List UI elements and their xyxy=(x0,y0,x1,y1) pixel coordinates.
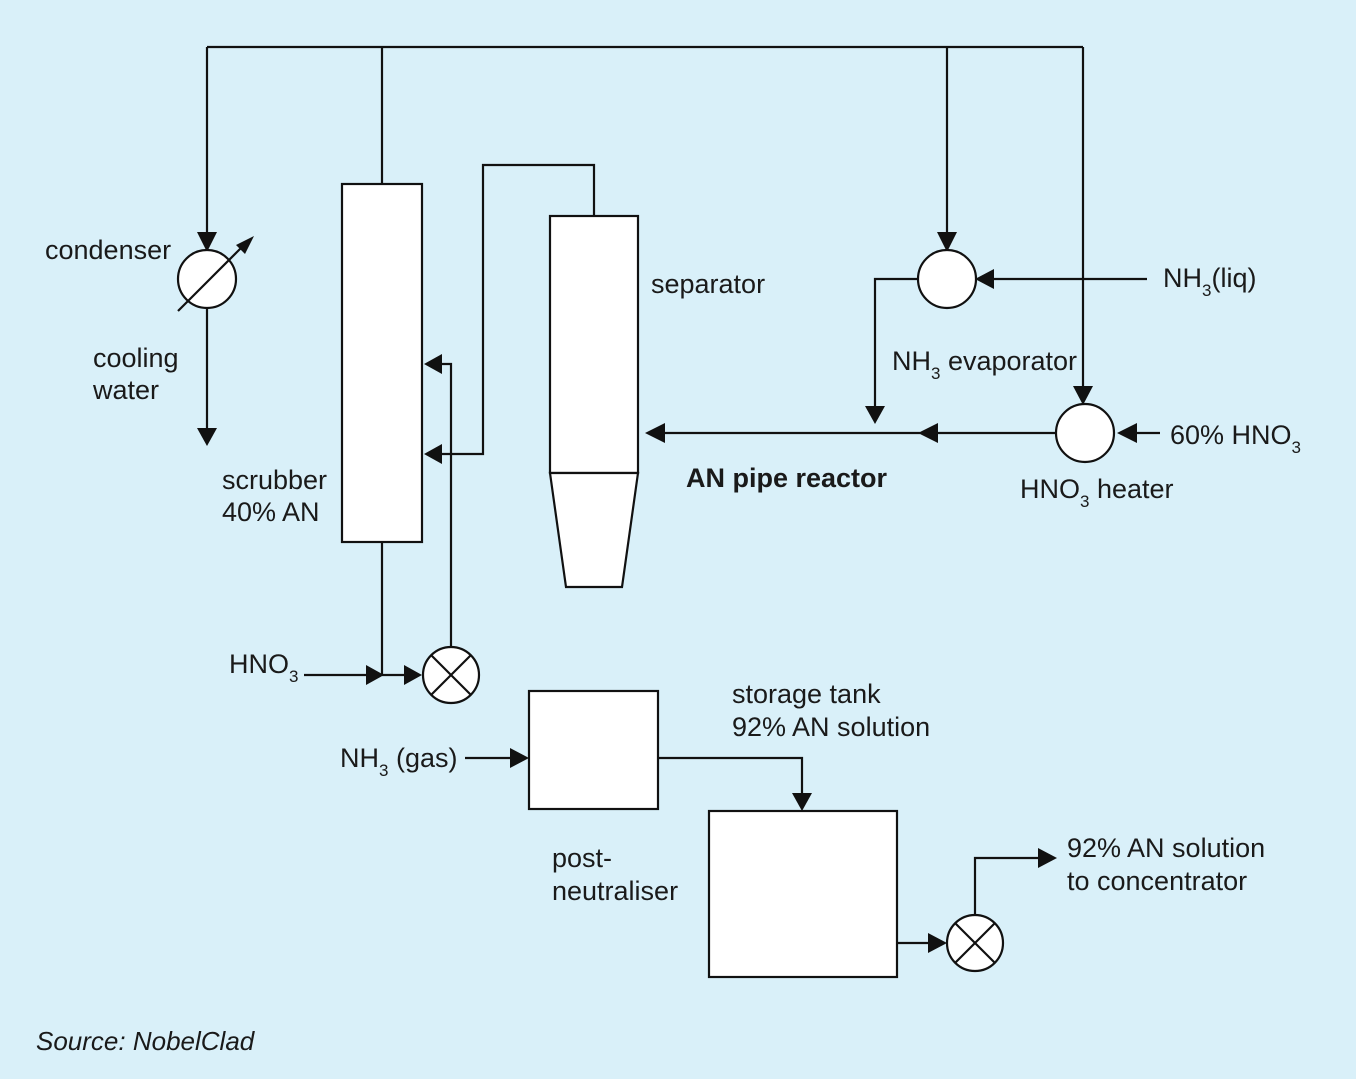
product-pump-symbol xyxy=(945,913,1005,973)
nh3-evaporator-symbol xyxy=(916,248,978,310)
nh3-evaporator-outlet-pipe xyxy=(873,277,918,408)
product-outlet-pipe xyxy=(973,856,1040,915)
separator-vessel xyxy=(548,214,640,589)
hno3-heater-symbol xyxy=(1054,402,1116,464)
arrow-cooling-water-out xyxy=(197,428,217,446)
scrubber-label: scrubber 40% AN xyxy=(222,465,335,527)
arrow-into-scrubber-upper xyxy=(424,354,442,374)
arrow-into-hno3-heater xyxy=(1073,386,1093,405)
arrow-into-storage-tank xyxy=(792,793,812,811)
nh3-evaporator-label: NH3 evaporator xyxy=(892,346,1077,383)
arrow-nh3-liq-in xyxy=(975,269,994,289)
condenser-label: condenser xyxy=(45,235,171,265)
arrow-product-out xyxy=(1038,848,1057,868)
separator-label: separator xyxy=(651,269,765,299)
post-neutraliser-label: post- neutraliser xyxy=(552,843,678,906)
post-neutraliser-box xyxy=(527,689,660,811)
hno3-feed-label: HNO3 xyxy=(229,649,298,686)
arrow-reactor-mid xyxy=(918,423,938,443)
source-credit: Source: NobelClad xyxy=(36,1026,256,1056)
arrow-into-condenser xyxy=(197,232,217,252)
scrubber-column xyxy=(340,182,424,544)
arrow-into-nh3-evaporator xyxy=(937,232,957,252)
nh3-liq-label: NH3(liq) xyxy=(1163,263,1256,300)
arrow-hno3-60-in xyxy=(1117,423,1137,443)
storage-tank-label: storage tank 92% AN solution xyxy=(732,679,930,742)
scrubber-recycle-pipe xyxy=(442,362,453,648)
separator-vapour-pipe xyxy=(442,163,596,456)
arrow-hno3-feed xyxy=(366,665,384,685)
arrow-nh3-to-reactor xyxy=(865,406,885,424)
postneutraliser-to-tank-pipe xyxy=(658,756,804,795)
nh3-gas-label: NH3 (gas) xyxy=(340,743,458,780)
condenser-symbol xyxy=(176,236,254,312)
hno3-heater-label: HNO3 heater xyxy=(1020,474,1174,511)
cooling-water-label: cooling water xyxy=(92,343,186,405)
arrow-nh3-gas-in xyxy=(510,748,529,768)
arrow-into-pump xyxy=(404,665,422,685)
hno3-60-label: 60% HNO3 xyxy=(1170,420,1301,457)
arrow-into-product-pump xyxy=(928,933,947,953)
arrow-into-scrubber-lower xyxy=(424,444,442,464)
storage-tank-box xyxy=(707,809,899,979)
scrubber-pump-symbol xyxy=(421,645,481,705)
an-pipe-reactor-label: AN pipe reactor xyxy=(686,463,888,493)
arrow-into-separator xyxy=(645,423,665,443)
product-outlet-label: 92% AN solution to concentrator xyxy=(1067,833,1273,896)
